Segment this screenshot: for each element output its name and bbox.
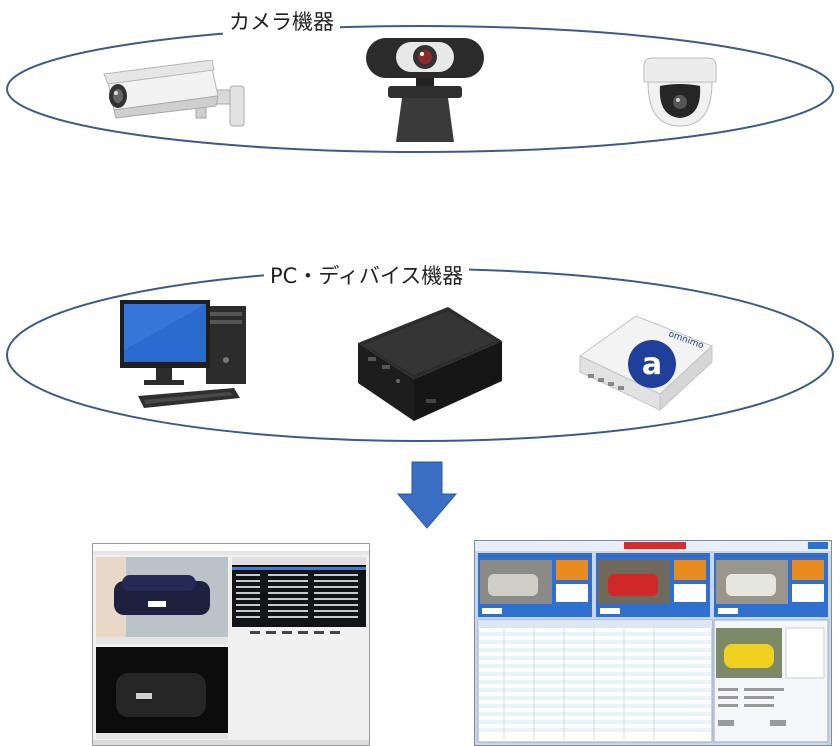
dome-camera-icon: [643, 57, 717, 127]
camera-group-title: カメラ機器: [223, 9, 340, 35]
desktop-pc-icon: [120, 300, 246, 408]
down-arrow-icon: [396, 461, 458, 529]
mini-pc-icon: [358, 307, 502, 421]
box-camera-icon: [103, 60, 245, 127]
omnimo-device-icon: a omnimo: [579, 315, 713, 412]
webcam-icon: [366, 38, 484, 142]
camera-group-ellipse: [6, 25, 834, 153]
svg-text:a: a: [642, 347, 662, 382]
screenshot-software-1: [92, 543, 370, 746]
pc-group-title: PC・ディバイス機器: [264, 263, 470, 289]
screenshot-software-2: [474, 540, 832, 746]
